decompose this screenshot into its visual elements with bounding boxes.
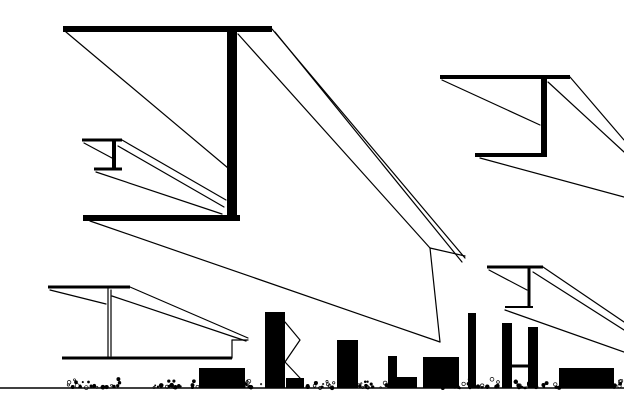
lower-right-web-edge [532,271,624,331]
upper-right-web-edge [547,81,624,153]
upper-right-top-edge [569,76,624,141]
skyline-building-2 [265,312,285,388]
shrub-mark [312,384,317,388]
skyline-building-7 [423,357,459,388]
shrub-mark [167,379,171,383]
lower-right-i-beam [487,265,624,353]
shrub-mark [117,380,122,385]
shrub-mark [466,381,471,386]
shrub-mark [332,381,336,385]
shrub-mark [445,381,449,385]
skyline-building-8 [559,368,614,388]
shrub-mark [553,382,558,387]
large-beam-bottom-edge [89,220,441,343]
shrub-mark [513,379,519,385]
shrub-mark [177,384,181,388]
shrub-mark [73,378,76,382]
lower-left-left-edge [49,289,107,305]
shrub-mark [449,378,454,384]
shrub-mark [244,380,250,386]
shrub-mark [89,384,93,388]
lower-left-i-beam [48,285,249,360]
shrub-mark [467,378,471,381]
lower-left-web-edge [111,295,247,342]
lower-left-top-edge [129,286,249,339]
small-i-beam-left [82,138,227,215]
large-beam-end-vertical [429,247,441,343]
shrub-mark [116,384,120,388]
upper-right-i-beam [440,75,624,198]
large-beam-end-cap [429,247,466,257]
shrub-mark [357,383,361,387]
shrub-mark [384,383,389,388]
shrub-mark [167,384,171,388]
shrub-mark [530,384,534,389]
shrub-mark [154,384,157,387]
lower-right-bottom-edge [504,309,624,353]
shrub-mark [456,383,459,386]
shrub-mark [110,383,113,387]
shrub-mark [156,385,159,388]
shrub-mark [325,380,329,383]
shrub-mark [360,382,363,385]
skyline-building-1 [199,368,245,388]
shrub-mark [192,379,196,384]
skyline-building-6 [397,377,417,388]
shrub-mark [326,382,330,387]
shrub-mark [87,380,90,384]
shrub-mark [74,383,80,389]
upper-right-bottom-edge [479,157,624,198]
large-beam-top-edge-inner [274,31,463,263]
shrub-mark [617,379,622,384]
shrub-mark [260,383,263,386]
skyline-crane [284,321,301,379]
shrub-mark [544,381,549,386]
shrub-mark [78,385,82,388]
skyline-tower-3 [528,327,538,388]
shrub-mark [74,380,78,385]
shrub-mark [363,380,367,383]
shrub-mark [516,384,522,390]
skyline-building-5 [388,356,397,388]
lower-right-left-edge [488,269,528,291]
shrub-mark [92,383,97,388]
large-i-beam [63,26,466,343]
shrub-mark [489,377,495,382]
shrub-mark [66,380,72,385]
shrub-mark [322,383,325,386]
city-skyline [199,312,614,388]
small-beam-left-edge [83,142,113,159]
skyline-tower-2 [502,323,512,388]
shrub-mark [369,382,373,386]
shrub-mark [365,385,370,390]
upper-right-left-edge [441,79,541,126]
shrub-mark [526,382,532,387]
shrub-mark [533,382,536,385]
shrub-mark [172,379,176,383]
small-beam-bottom-edge [95,171,223,215]
skyline-building-3 [286,378,304,388]
shrub-mark [366,380,369,383]
skyline-tower-1 [468,313,476,388]
shrub-mark [461,381,466,386]
skyline-building-4 [337,340,358,388]
large-beam-web-edge [237,33,431,249]
small-beam-top-edge [121,139,227,201]
lower-right-top-edge [542,266,624,323]
shrub-mark [305,384,310,388]
shrub-mark [160,383,164,387]
large-beam-left-edge [65,31,229,169]
shrub-mark [116,377,121,382]
small-beam-web-edge [117,145,225,208]
shrub-mark [496,380,500,384]
shrub-mark [81,381,84,384]
